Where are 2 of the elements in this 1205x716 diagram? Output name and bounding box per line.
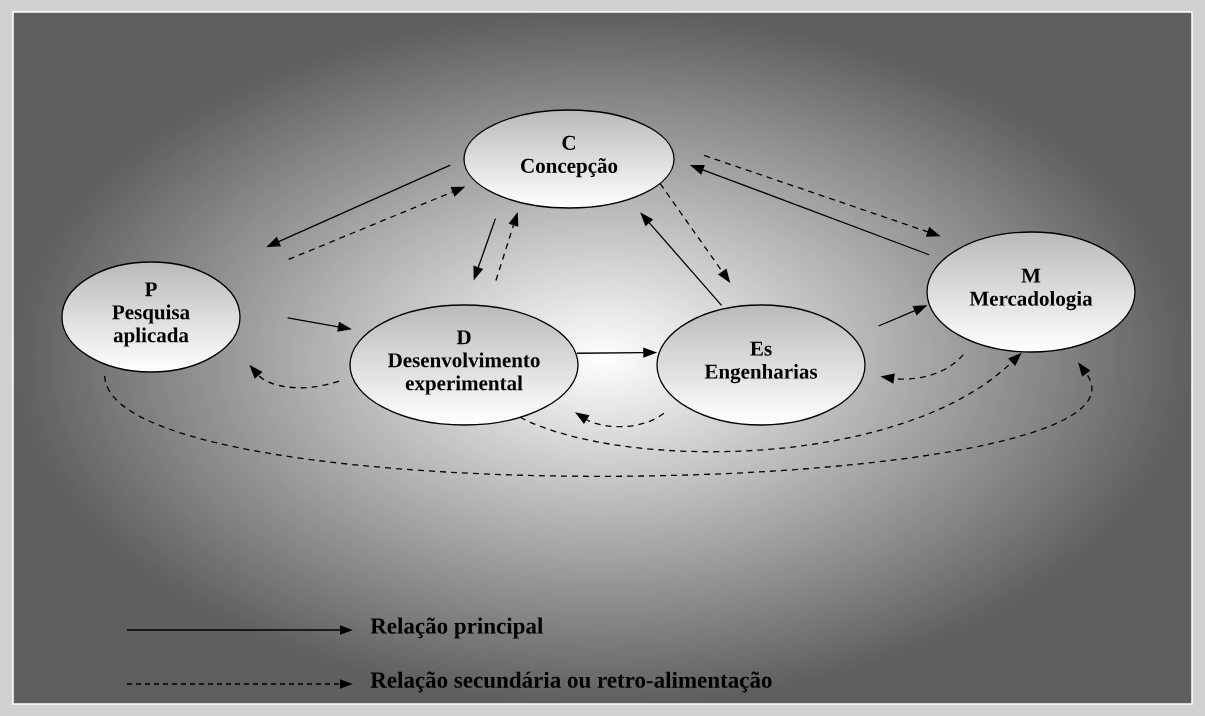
- legend-label: Relação secundária ou retro-alimentação: [370, 671, 772, 693]
- legend-label: Relação principal: [370, 617, 543, 639]
